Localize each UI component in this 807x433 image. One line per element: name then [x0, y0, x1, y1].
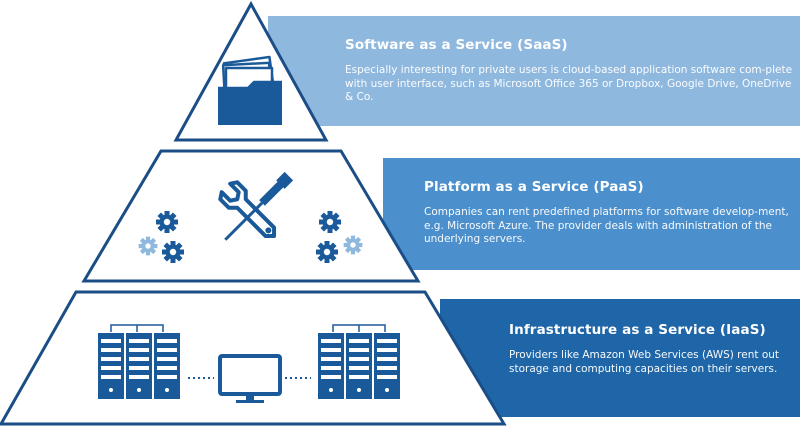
wrench-and-screwdriver-icon: [218, 171, 294, 241]
iaas-description: Providers like Amazon Web Services (AWS)…: [509, 349, 780, 375]
iaas-panel: Infrastructure as a Service (IaaS) Provi…: [440, 299, 800, 417]
folder-with-documents-icon: [218, 55, 282, 125]
paas-panel: Platform as a Service (PaaS) Companies c…: [383, 158, 800, 270]
right-server-rack-icon: [318, 324, 400, 399]
paas-description: Companies can rent predefined platforms …: [424, 206, 789, 245]
saas-description: Especially interesting for private users…: [345, 64, 793, 103]
left-gears-icon: [138, 211, 184, 263]
paas-text: Platform as a Service (PaaS) Companies c…: [424, 178, 792, 247]
right-gears-icon: [316, 211, 363, 263]
iaas-text: Infrastructure as a Service (IaaS) Provi…: [509, 321, 789, 376]
left-server-rack-icon: [98, 324, 180, 399]
saas-panel: Software as a Service (SaaS) Especially …: [268, 16, 800, 126]
saas-text: Software as a Service (SaaS) Especially …: [345, 36, 793, 105]
saas-title: Software as a Service (SaaS): [345, 37, 568, 53]
iaas-title: Infrastructure as a Service (IaaS): [509, 322, 766, 338]
monitor-icon: [218, 354, 282, 403]
paas-title: Platform as a Service (PaaS): [424, 179, 644, 195]
